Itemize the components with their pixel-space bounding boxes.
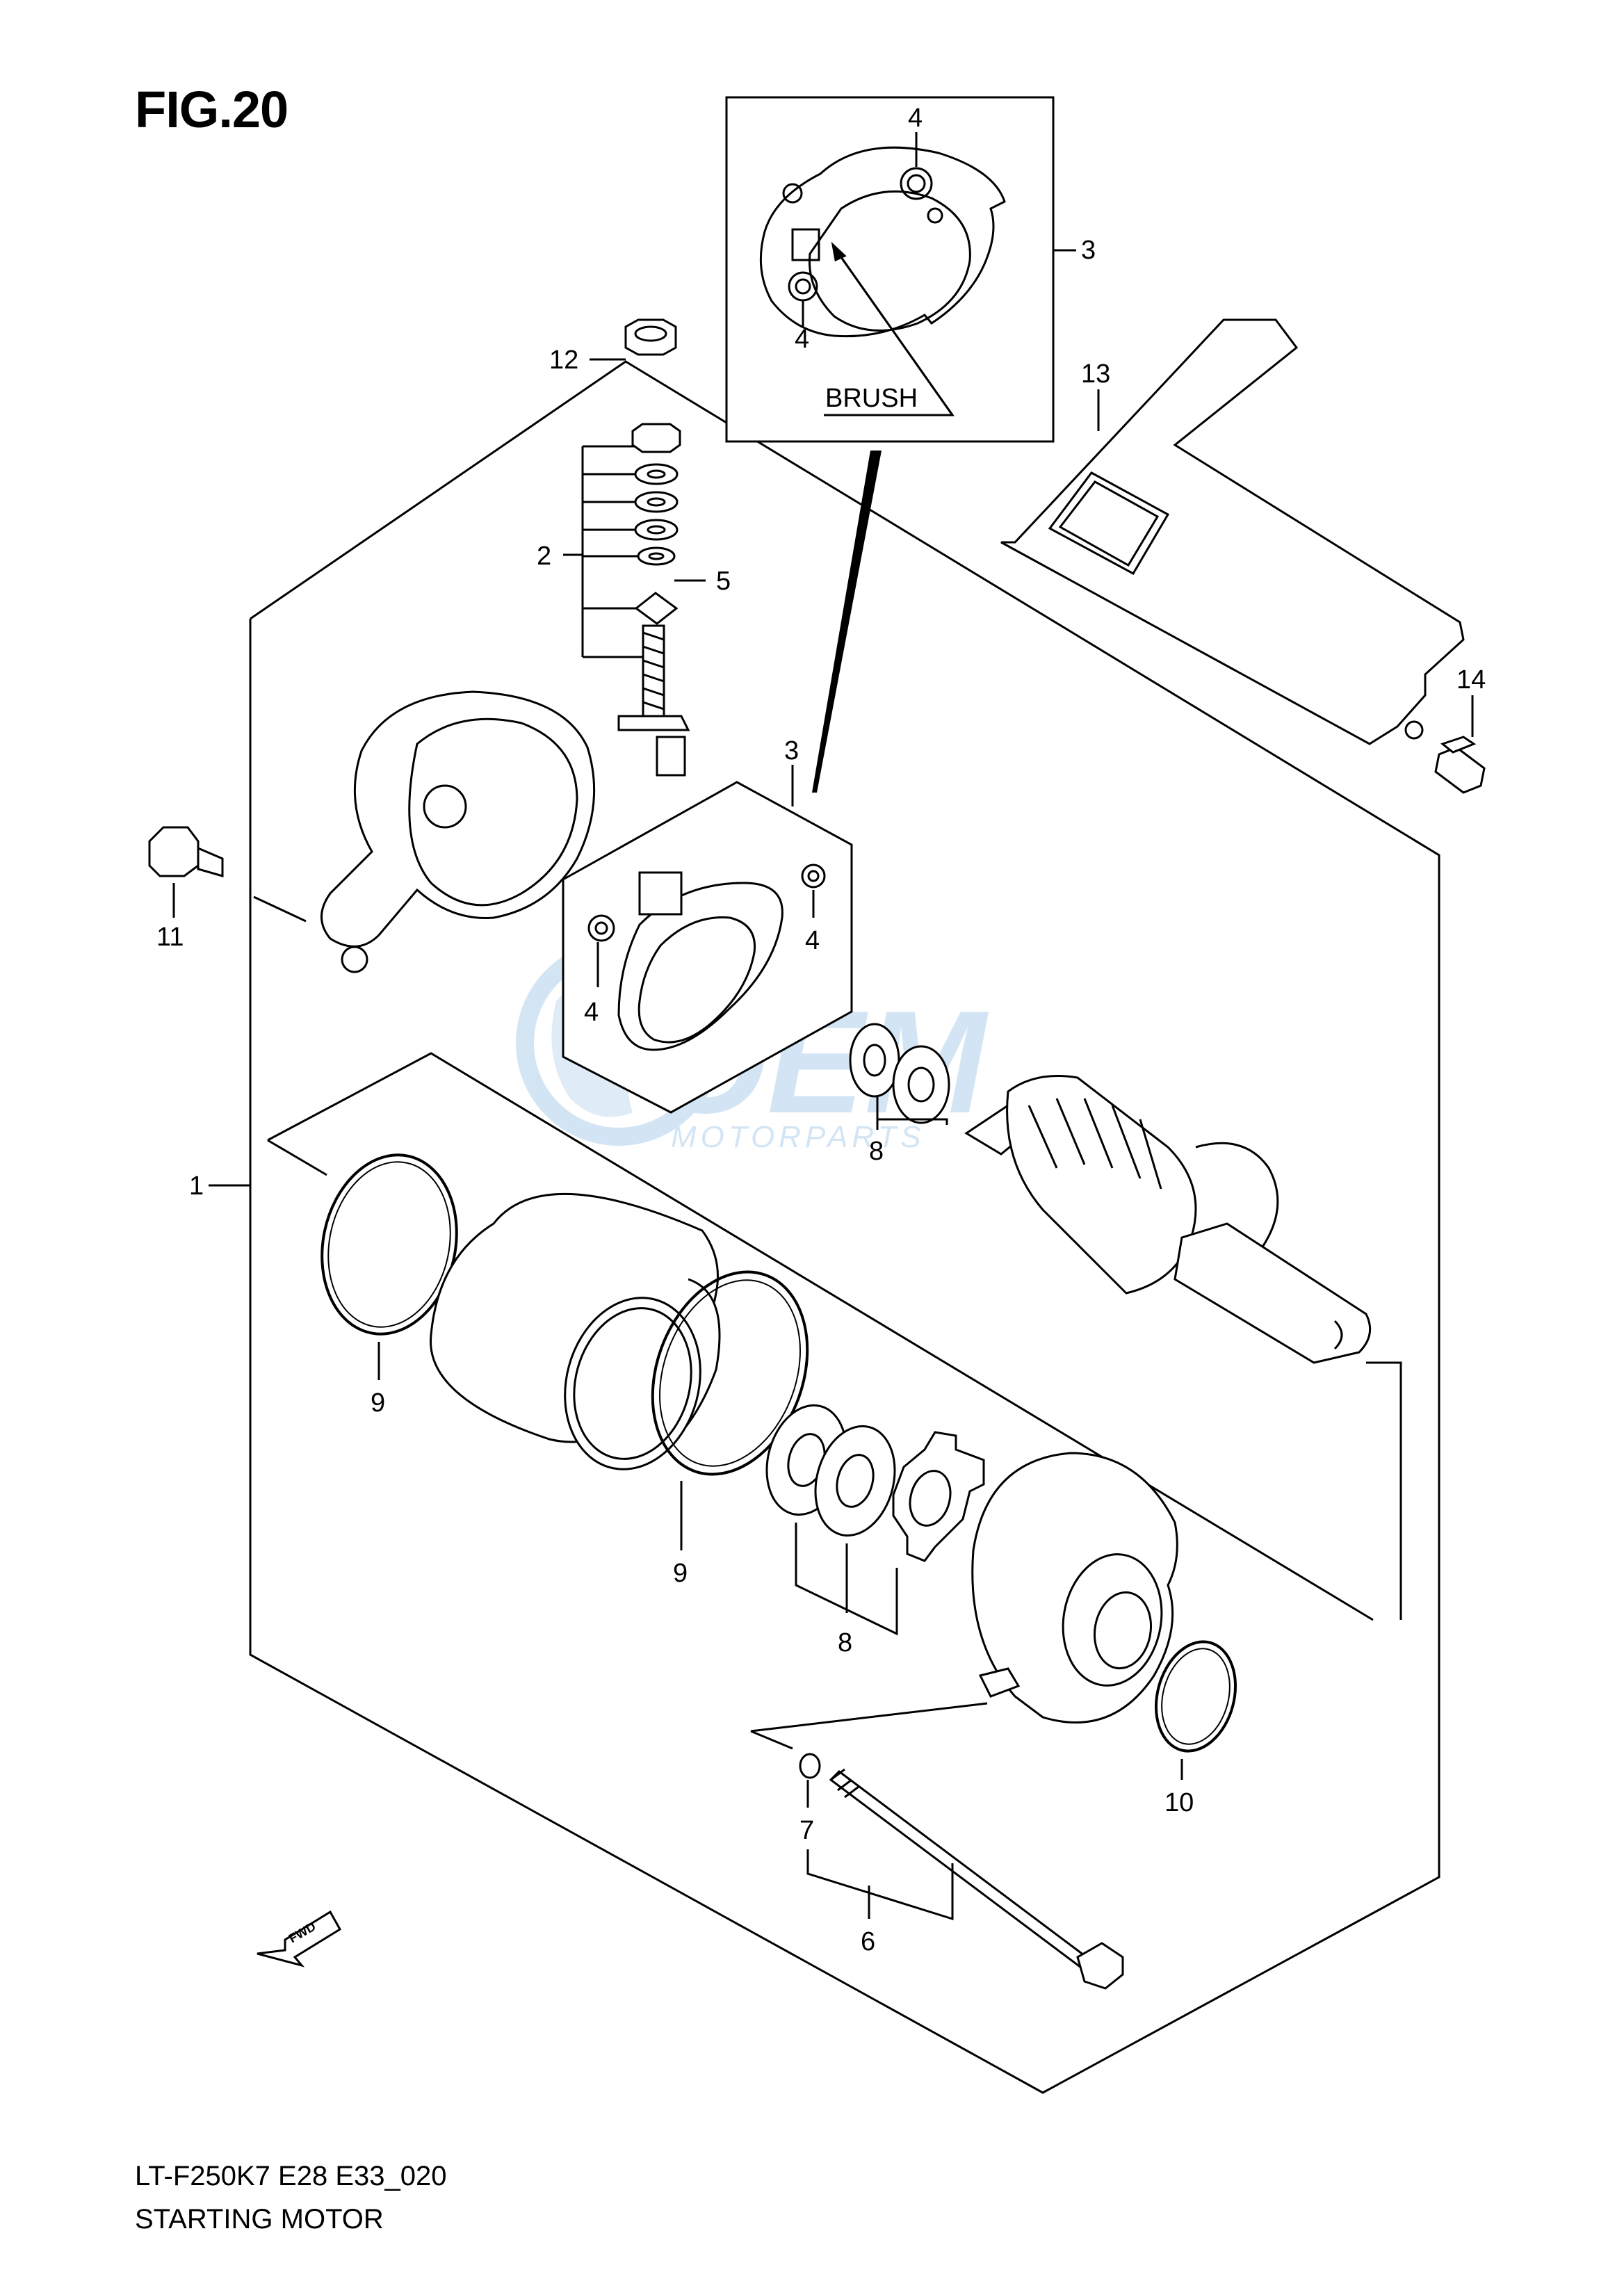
- bracket-8-upper: [876, 1097, 948, 1125]
- inset-brush-label: BRUSH: [825, 384, 918, 413]
- callout-4-main-right: 4: [805, 926, 820, 955]
- callout-9-left: 9: [371, 1388, 385, 1418]
- part-6-through-bolt: [829, 1768, 1124, 1990]
- callout-4-inset-bottom: 4: [795, 325, 809, 354]
- part-armature: [964, 1075, 1372, 1364]
- fwd-arrow-shape: [257, 1910, 342, 1968]
- callout-9-center: 9: [673, 1559, 688, 1588]
- part-12-nut: [624, 318, 677, 356]
- figure-title: FIG.20: [135, 81, 289, 138]
- bracket-2: [563, 445, 706, 658]
- figure-code: LT-F250K7 E28 E33_020: [135, 2161, 447, 2191]
- callout-3-main: 3: [784, 736, 799, 765]
- assembly-outline: [249, 360, 1440, 2094]
- callout-2: 2: [537, 542, 551, 571]
- inset-pointer: [812, 451, 882, 793]
- part-front-housing: [971, 1452, 1178, 1724]
- part-8-upper-washers: [849, 1023, 950, 1124]
- part-9-center-oring: [651, 1270, 809, 1476]
- bracket-6: [806, 1849, 954, 1921]
- callout-11: 11: [156, 923, 184, 952]
- brush-inset-box: [725, 96, 1055, 443]
- part-11-bolt: [148, 826, 224, 877]
- part-14-bolt: [1434, 736, 1486, 794]
- leader-11-dash: [253, 895, 307, 923]
- housing-guide-line: [750, 1702, 988, 1733]
- callout-8-upper: 8: [869, 1137, 884, 1166]
- fwd-arrow: FWD: [257, 1910, 342, 1968]
- callout-7: 7: [799, 1816, 814, 1845]
- callout-5: 5: [716, 567, 731, 596]
- callout-10: 10: [1164, 1788, 1194, 1817]
- part-end-cover: [320, 690, 596, 973]
- callout-4-main-left: 4: [584, 998, 599, 1027]
- callout-8-lower: 8: [838, 1628, 852, 1657]
- callout-4-inset-top: 4: [908, 104, 923, 133]
- part-9-left-oring: [320, 1153, 458, 1336]
- inset-callout-lines: [802, 132, 1076, 416]
- callout-3-inset: 3: [1081, 236, 1096, 265]
- part-9-left-oring-inner: [327, 1161, 451, 1328]
- watermark-sub-text: MOTORPARTS: [671, 1120, 925, 1154]
- part-7-washer: [799, 1753, 821, 1779]
- callout-12: 12: [549, 346, 578, 375]
- yoke-guide-lines: [267, 1052, 1374, 1621]
- part-8-lower-washers: [765, 1404, 985, 1562]
- housing-guide-line-2: [750, 1730, 793, 1750]
- callout-1: 1: [189, 1171, 204, 1201]
- inset-brush-holder: [759, 146, 1006, 338]
- part-10-oring-inner: [1161, 1648, 1231, 1745]
- part-10-oring: [1154, 1640, 1237, 1753]
- armature-guide-line: [1366, 1361, 1402, 1620]
- part-yoke: [429, 1192, 721, 1470]
- callout-6: 6: [861, 1927, 875, 1956]
- part-3-brush-holder: [587, 863, 826, 1051]
- callout-14: 14: [1456, 665, 1486, 695]
- callout-13: 13: [1081, 359, 1110, 389]
- part-2-terminal-kit: [617, 423, 690, 777]
- part-13-cover: [1000, 318, 1465, 745]
- figure-name: STARTING MOTOR: [135, 2204, 384, 2235]
- part-9-center-oring-inner: [659, 1279, 801, 1467]
